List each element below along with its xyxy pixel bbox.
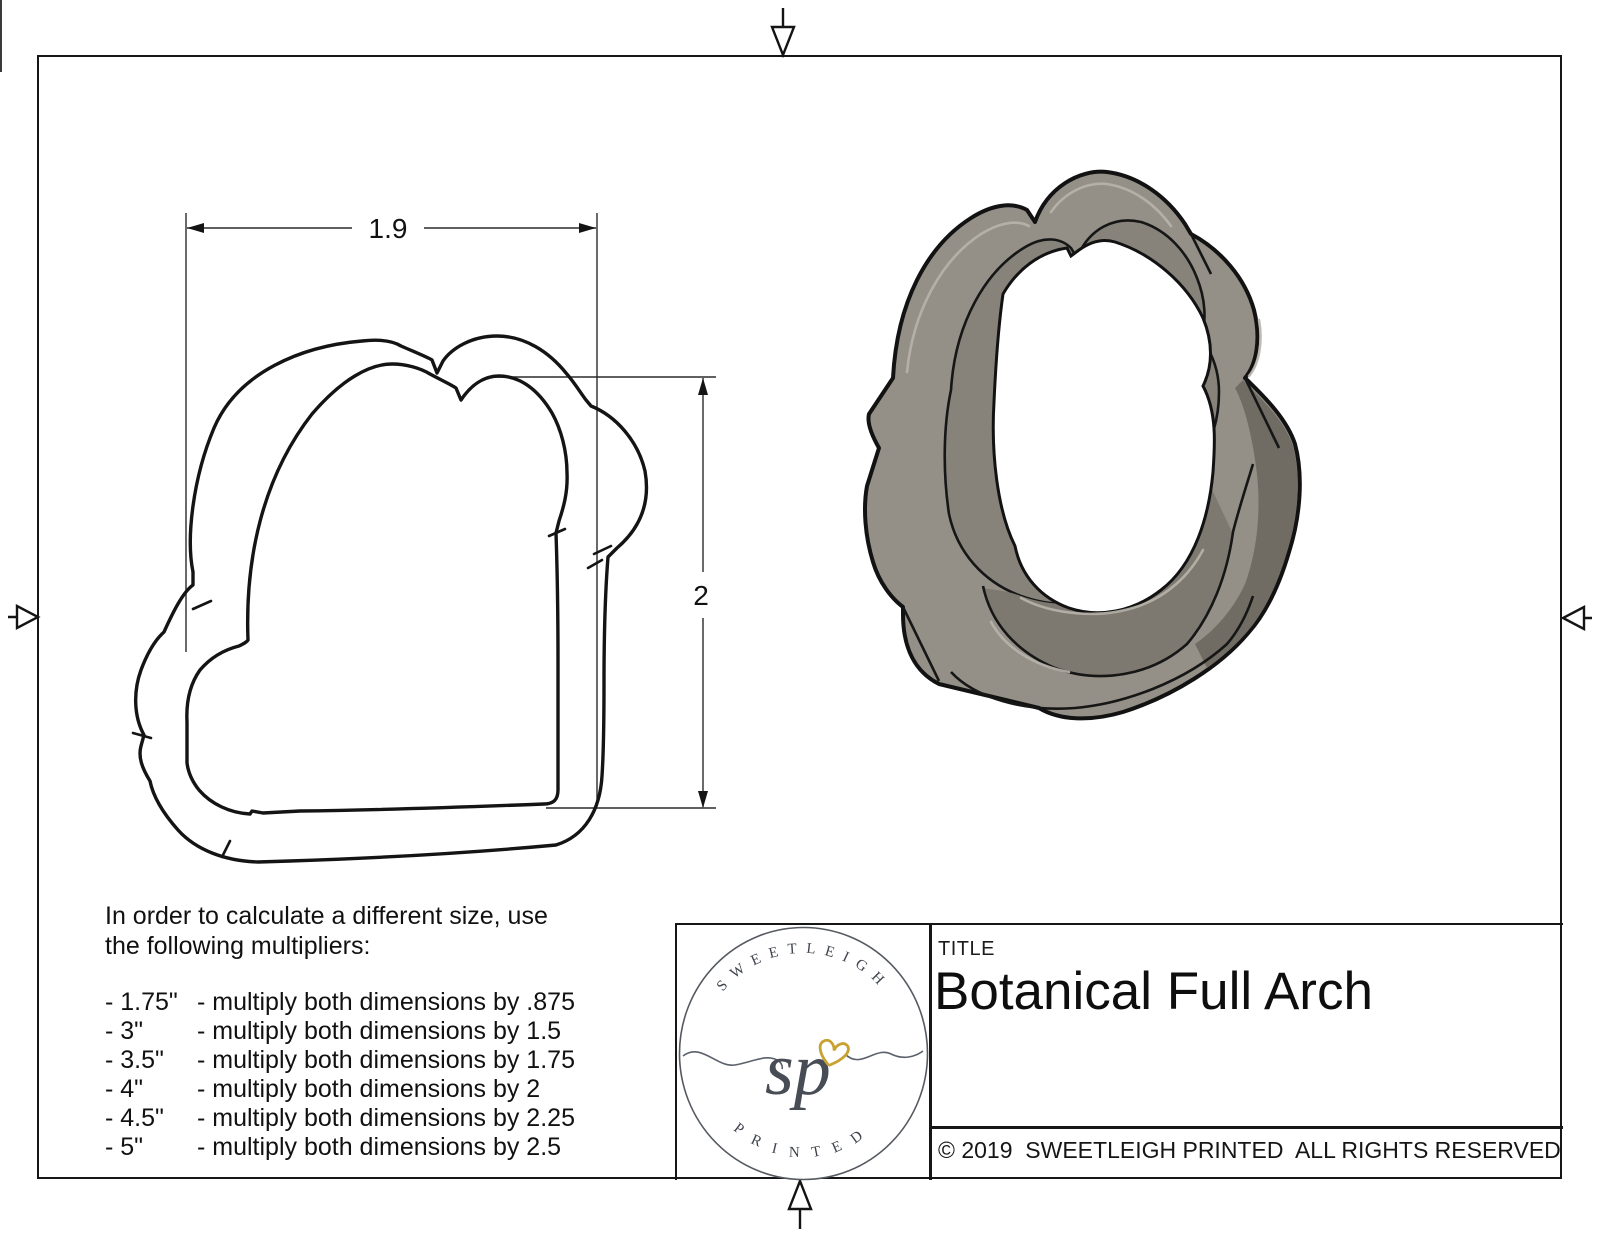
registration-mark-top — [770, 8, 796, 58]
multiplier-row: - 3" - multiply both dimensions by 1.5 — [105, 1017, 665, 1046]
multiplier-row: - 3.5" - multiply both dimensions by 1.7… — [105, 1046, 665, 1075]
multiplier-row: - 4" - multiply both dimensions by 2 — [105, 1075, 665, 1104]
multiplier-row: - 4.5" - multiply both dimensions by 2.2… — [105, 1104, 665, 1133]
size-value: - 5" — [105, 1133, 144, 1161]
render-highlights — [905, 182, 1262, 674]
cutter-hole — [991, 239, 1216, 615]
heart-icon — [818, 1038, 850, 1067]
rule-text: - multiply both dimensions by .875 — [197, 988, 575, 1016]
rule-text: - multiply both dimensions by 1.5 — [197, 1017, 562, 1045]
size-value: - 3" — [105, 1017, 144, 1045]
title-block-divider-vertical — [929, 925, 932, 1180]
multiplier-row: - 5" - multiply both dimensions by 2.5 — [105, 1133, 665, 1162]
logo-circle — [678, 926, 929, 1181]
profile-drawing: 1.9 2 — [131, 213, 716, 864]
size-value: - 4" — [105, 1075, 144, 1103]
cutter-outer-wall — [1195, 380, 1298, 668]
multiplier-list: - 1.75" - multiply both dimensions by .8… — [105, 988, 665, 1162]
rule-text: - multiply both dimensions by 2.25 — [197, 1104, 575, 1132]
cutter-floor-band — [983, 462, 1233, 676]
scaling-note: In order to calculate a different size, … — [105, 901, 665, 1162]
height-dimension-label: 2 — [693, 580, 709, 611]
rule-text: - multiply both dimensions by 1.75 — [197, 1046, 575, 1074]
profile-outline-outer — [133, 334, 649, 864]
size-value: - 3.5" — [105, 1046, 164, 1074]
size-value: - 4.5" — [105, 1104, 164, 1132]
size-value: - 1.75" — [105, 988, 178, 1016]
note-intro-line1: In order to calculate a different size, … — [105, 902, 548, 930]
dimension-lines — [185, 213, 716, 809]
render-3d — [863, 169, 1302, 721]
title-label: TITLE — [938, 938, 995, 960]
scan-artifact-line — [0, 0, 2, 72]
registration-mark-right — [1560, 605, 1592, 631]
rule-text: - multiply both dimensions by 2.5 — [197, 1133, 562, 1161]
profile-outline-inner — [185, 362, 569, 816]
company-logo: SWEETLEIGH PRINTED sp — [678, 926, 929, 1181]
note-intro: In order to calculate a different size, … — [105, 901, 665, 961]
copyright-text: © 2019 SWEETLEIGH PRINTED ALL RIGHTS RES… — [938, 1137, 1561, 1163]
tangent-ticks — [131, 527, 613, 859]
dimension-arrows — [187, 223, 708, 808]
title-block: SWEETLEIGH PRINTED sp TITLE Botanical Fu… — [675, 923, 1563, 1181]
multiplier-row: - 1.75" - multiply both dimensions by .8… — [105, 988, 665, 1017]
width-dimension-label: 1.9 — [369, 213, 408, 244]
rule-text: - multiply both dimensions by 2 — [197, 1075, 541, 1103]
title-block-divider-horizontal — [929, 1126, 1563, 1129]
registration-mark-left — [8, 604, 41, 630]
drawing-title: Botanical Full Arch — [934, 962, 1373, 1021]
registration-mark-bottom — [787, 1179, 813, 1229]
cutting-edge-lines — [901, 233, 1281, 710]
note-intro-line2: the following multipliers: — [105, 932, 371, 960]
logo-flourish — [682, 1050, 924, 1070]
